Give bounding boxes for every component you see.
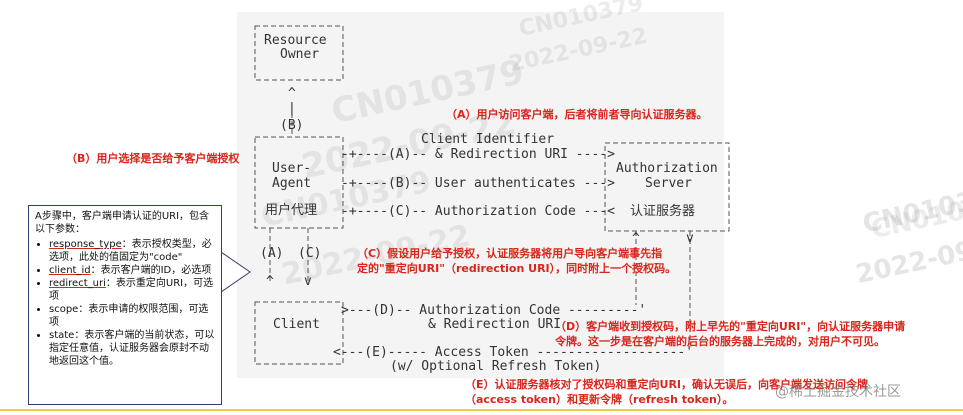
flow-v-right: v — [304, 274, 312, 289]
annotation-d-line2: 令牌。这一步是在客户端的后台的服务器上完成的，对用户不可见。 — [555, 335, 885, 348]
user-agent-cn: 用户代理 — [265, 203, 318, 218]
param-desc: ：表示客户端的当前状态，可以指定任意值，认证服务器会原封不动地返回这个值。 — [49, 330, 215, 367]
source-badge: @稀土掘金技术社区 — [775, 384, 901, 400]
callout-box: A步骤中，客户端申请认证的URI，包含以下参数： response_type：表… — [28, 205, 222, 405]
callout-item: redirect_uri：表示重定向URI，可选项 — [49, 277, 217, 303]
callout-item: client_id：表示客户端的ID，必选项 — [49, 264, 217, 277]
footer-line — [0, 409, 963, 411]
param-desc: ：表示授权类型，必选项，此处的值固定为"code" — [49, 239, 212, 263]
flow-d-row2: & Redirection URI — [428, 317, 562, 332]
annotation-e-line2: （access token）和更新令牌（refresh token）。 — [465, 393, 734, 406]
callout-list: response_type：表示授权类型，必选项，此处的值固定为"code" c… — [35, 238, 217, 368]
flow-a-row: -+----(A)-- & Redirection URI ----> — [341, 147, 615, 162]
callout-intro: A步骤中，客户端申请认证的URI，包含以下参数： — [35, 211, 210, 235]
flow-label-b: (B) — [280, 118, 304, 133]
annotation-c-line2: 定的"重定向URI"（redirection URI），同时附上一个授权码。 — [357, 262, 677, 275]
user-agent-line2: Agent — [272, 176, 312, 191]
auth-server-cn: 认证服务器 — [630, 204, 696, 219]
param-key: state — [49, 330, 75, 341]
flow-d-row1: >---(D)-- Authorization Code ---------' — [341, 303, 647, 318]
callout-item: scope：表示申请的权限范围，可选项 — [49, 303, 217, 329]
user-agent-line1: User- — [272, 161, 312, 176]
flow-caret-auth-left: ^ — [632, 231, 640, 246]
auth-server-box — [604, 142, 730, 232]
diagram-pane — [237, 12, 724, 378]
annotation-d-line1: （D）客户端收到授权码，附上早先的"重定向URI"，向认证服务器申请 — [555, 320, 906, 333]
callout-item: state：表示客户端的当前状态，可以指定任意值，认证服务器会原封不动地返回这个… — [49, 329, 217, 368]
param-desc: ：表示客户端的ID，必选项 — [90, 265, 212, 276]
resource-owner-line2: Owner — [280, 47, 320, 62]
flow-label: ^ — [288, 86, 296, 101]
flow-label-a-side: (A) — [260, 246, 284, 261]
annotation-c-line1: （C）假设用户给予授权，认证服务器将用户导向客户端事先指 — [357, 247, 663, 260]
user-agent-box — [254, 136, 344, 229]
param-key: redirect_uri — [49, 278, 106, 289]
client-box — [254, 301, 344, 365]
client-label: Client — [273, 317, 320, 332]
flow-client-identifier: Client Identifier — [421, 132, 555, 147]
annotation-b: （B）用户选择是否给予客户端授权 — [66, 152, 240, 165]
param-key: client_id — [49, 265, 91, 276]
param-desc: ：表示重定向URI，可选项 — [49, 278, 214, 302]
param-key: scope — [49, 304, 79, 315]
flow-c-row: -+----(C)-- Authorization Code ---< — [341, 204, 615, 219]
flow-b-row: -+----(B)-- User authenticates ---> — [341, 176, 615, 191]
flow-label: | — [288, 101, 296, 116]
auth-server-line1: Authorization — [616, 161, 718, 176]
callout-item: response_type：表示授权类型，必选项，此处的值固定为"code" — [49, 238, 217, 264]
resource-owner-box — [254, 25, 344, 81]
flow-e-row1: <---(E)----- Access Token --------------… — [333, 345, 694, 360]
flow-label-c-side: (C) — [298, 246, 322, 261]
param-key: response_type — [49, 239, 122, 250]
flow-v-auth-right: v — [686, 231, 694, 246]
param-desc: ：表示申请的权限范围，可选项 — [49, 304, 209, 328]
flow-caret-left: ^ — [266, 274, 274, 289]
annotation-e-line1: （E）认证服务器核对了授权码和重定向URI，确认无误后，向客户端发送访问令牌 — [465, 378, 869, 391]
flow-e-row2: (w/ Optional Refresh Token) — [390, 359, 602, 374]
annotation-a: （A）用户访问客户端，后者将前者导向认证服务器。 — [446, 108, 708, 121]
auth-server-line2: Server — [645, 176, 692, 191]
resource-owner-line1: Resource — [264, 33, 327, 48]
